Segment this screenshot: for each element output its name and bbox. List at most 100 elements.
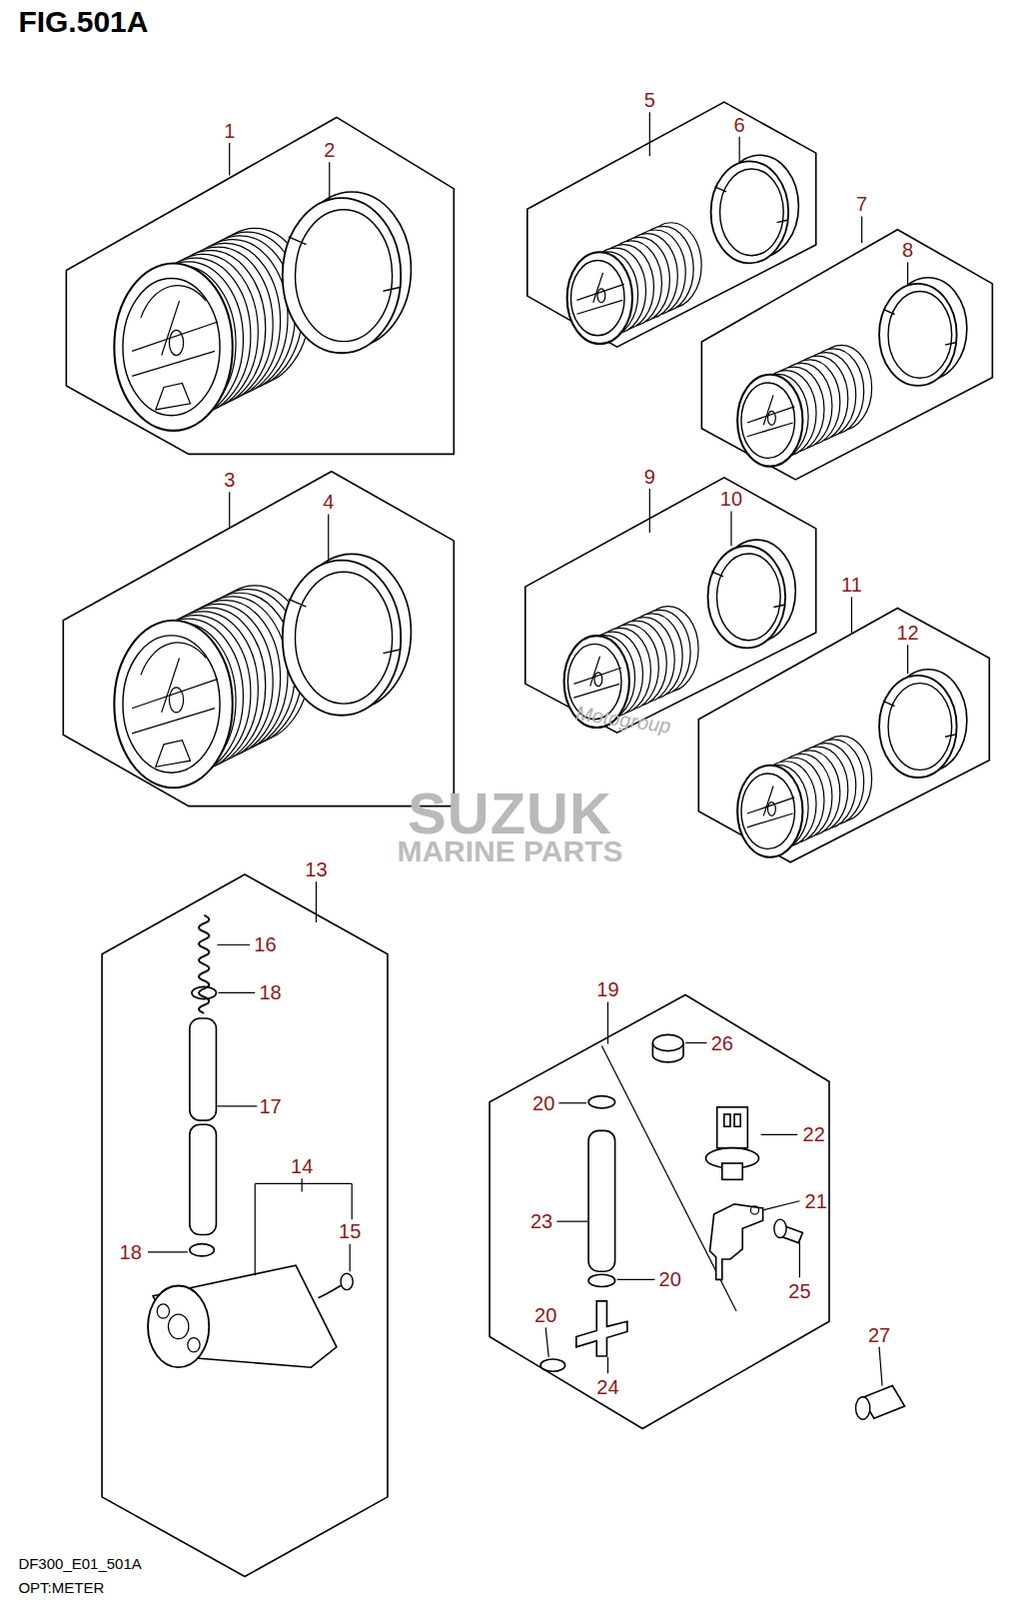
leader-line — [607, 1356, 609, 1373]
group-outline — [65, 116, 454, 454]
hose-clip — [588, 1273, 616, 1286]
leader-line — [763, 1200, 801, 1210]
ring-tab — [382, 286, 401, 291]
leader-line — [649, 488, 651, 533]
leader-line — [861, 215, 863, 243]
callout-number: 26 — [711, 1032, 734, 1053]
watermark: MARINE PARTS — [396, 836, 623, 867]
gauge-display — [155, 382, 191, 410]
gauge-mark — [747, 406, 795, 423]
gauge-hub — [168, 329, 183, 355]
leader-line — [607, 1002, 609, 1044]
callout-number: 9 — [644, 466, 656, 487]
gauge-face — [741, 382, 796, 458]
leader-line — [907, 261, 909, 285]
leader-line — [761, 1133, 799, 1135]
sensor-fitting — [710, 1203, 764, 1280]
gauge-bezel — [113, 262, 232, 430]
gauge-hub — [768, 410, 777, 425]
leader-line — [730, 511, 732, 547]
callout-number: 4 — [322, 491, 334, 512]
group-outline — [701, 229, 993, 480]
gauge-face — [122, 278, 220, 416]
leader-line — [328, 161, 330, 200]
leader-line — [739, 136, 741, 164]
callout-number: 21 — [805, 1190, 828, 1211]
leader-line — [327, 514, 329, 562]
callout-number: 17 — [258, 1095, 281, 1116]
retaining-ring — [888, 683, 953, 771]
retaining-ring — [879, 675, 958, 778]
gauge-mark — [131, 678, 218, 708]
gauge-hub — [168, 687, 183, 713]
ring-tab — [945, 734, 958, 738]
leader-line — [617, 1278, 656, 1280]
screw-head — [340, 1272, 353, 1289]
ring-tab — [777, 219, 790, 223]
callout-number: 16 — [253, 934, 276, 955]
group-outline — [527, 101, 817, 347]
leader-line — [649, 111, 651, 156]
callout-number: 8 — [902, 239, 914, 260]
gauge-mark — [573, 667, 621, 684]
sensor-pin — [734, 1113, 741, 1126]
gauge-mark — [747, 797, 795, 814]
leader-line — [228, 142, 230, 176]
leader-line — [799, 1239, 801, 1278]
gauge-bezel — [567, 251, 633, 344]
callout-number: 2 — [323, 139, 335, 160]
retaining-ring — [888, 291, 953, 379]
pitot-port — [167, 1313, 188, 1339]
gauge-scale — [140, 285, 206, 318]
rubber-cap — [652, 1033, 684, 1050]
figure-caption: OPT:METER — [17, 1579, 104, 1595]
retaining-ring — [711, 160, 790, 263]
leader-line — [351, 1182, 353, 1219]
leader-line — [301, 1177, 303, 1191]
gauge-hub — [768, 802, 777, 817]
drain-plug — [856, 1396, 871, 1419]
leader-line — [216, 1104, 257, 1106]
gauge-display — [155, 740, 191, 768]
retaining-ring — [717, 553, 782, 641]
leader-line — [558, 1101, 587, 1103]
retaining-ring — [720, 168, 785, 256]
ring-tab — [288, 236, 307, 245]
figure-code: DF300_E01_501A — [17, 1555, 141, 1571]
gauge-hub — [597, 288, 606, 303]
ring-tab — [288, 598, 307, 607]
pressure-sensor — [717, 1106, 749, 1148]
retaining-ring — [708, 545, 787, 648]
leader-line — [545, 1326, 549, 1357]
ring-tab — [711, 571, 724, 577]
pitot-port — [156, 1303, 169, 1318]
callout-number: 5 — [644, 89, 656, 110]
pitot-tube-body — [147, 1285, 209, 1368]
callout-number: 3 — [223, 469, 235, 490]
retaining-ring — [294, 209, 392, 342]
pressure-sensor — [722, 1162, 743, 1179]
callout-number: 19 — [596, 979, 619, 1000]
bolt-hole — [750, 1205, 759, 1214]
callout-number: 20 — [532, 1092, 555, 1113]
leader-line — [147, 1250, 188, 1252]
ring-tab — [883, 700, 896, 706]
leader-line — [349, 1243, 351, 1272]
gauge-face — [741, 773, 796, 849]
gauge-face — [122, 635, 220, 773]
callout-number: 15 — [338, 1220, 361, 1241]
retaining-ring — [294, 571, 392, 704]
leader-line — [254, 1182, 306, 1184]
tee-joint — [576, 1300, 628, 1356]
callout-number: 11 — [841, 574, 863, 595]
sensor-hose — [588, 1129, 616, 1271]
leader-line — [254, 1182, 256, 1275]
gauge-scale — [140, 642, 206, 675]
gauge-mark — [131, 321, 218, 351]
leader-line — [216, 944, 250, 946]
callout-number: 20 — [659, 1268, 682, 1289]
callout-number: 24 — [596, 1376, 619, 1397]
leader-line — [851, 596, 853, 633]
hose-clip — [540, 1358, 566, 1371]
